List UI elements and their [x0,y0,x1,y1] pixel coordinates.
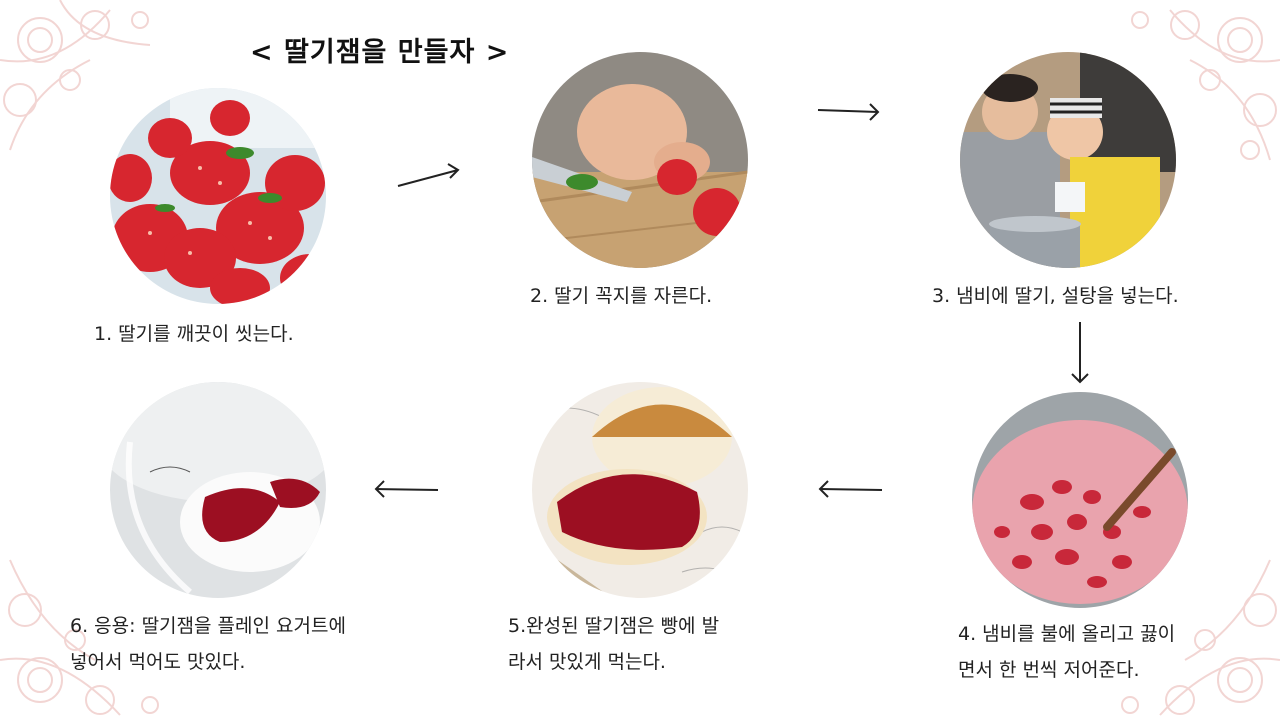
caption-line: 3. 냄비에 딸기, 설탕을 넣는다. [932,285,1179,307]
caption-line: 라서 맛있게 먹는다. [508,651,666,673]
photo-yogurt-with-jam [110,382,326,598]
step-4-caption: 4. 냄비를 불에 올리고 끓이 면서 한 번씩 저어준다. [958,616,1175,688]
step-1-caption: 1. 딸기를 깨끗이 씻는다. [94,316,294,352]
arrow-left-icon [372,478,440,506]
arrow-right-icon [816,100,882,128]
arrow-left-icon [816,478,884,506]
caption-line: 4. 냄비를 불에 올리고 끓이 [958,623,1176,645]
lace-corner-decoration [1090,550,1280,720]
lace-corner-decoration [0,0,190,170]
lace-corner-decoration [1090,0,1280,170]
step-6-caption: 6. 응용: 딸기잼을 플레인 요거트에 넣어서 먹어도 맛있다. [70,608,346,680]
caption-line: 면서 한 번씩 저어준다. [958,659,1140,681]
page-title: < 딸기잼을 만들자 > [250,37,510,68]
step-2-caption: 2. 딸기 꼭지를 자른다. [530,278,712,314]
lace-corner-decoration [0,550,190,720]
photo-boiling-jam [972,392,1188,608]
arrow-down-icon [1066,320,1094,390]
step-5-caption: 5.완성된 딸기잼은 빵에 발 라서 맛있게 먹는다. [508,608,719,680]
arrow-right-icon [396,160,462,194]
photo-jam-on-bread [532,382,748,598]
caption-line: 5.완성된 딸기잼은 빵에 발 [508,615,720,637]
photo-cutting-stems [532,52,748,268]
caption-line: 1. 딸기를 깨끗이 씻는다. [94,323,294,345]
caption-line: 2. 딸기 꼭지를 자른다. [530,285,713,307]
caption-line: 6. 응용: 딸기잼을 플레인 요거트에 [70,615,346,637]
caption-line: 넣어서 먹어도 맛있다. [70,651,246,673]
photo-kids-adding-sugar [960,52,1176,268]
step-3-caption: 3. 냄비에 딸기, 설탕을 넣는다. [932,278,1179,314]
photo-washed-strawberries [110,88,326,304]
